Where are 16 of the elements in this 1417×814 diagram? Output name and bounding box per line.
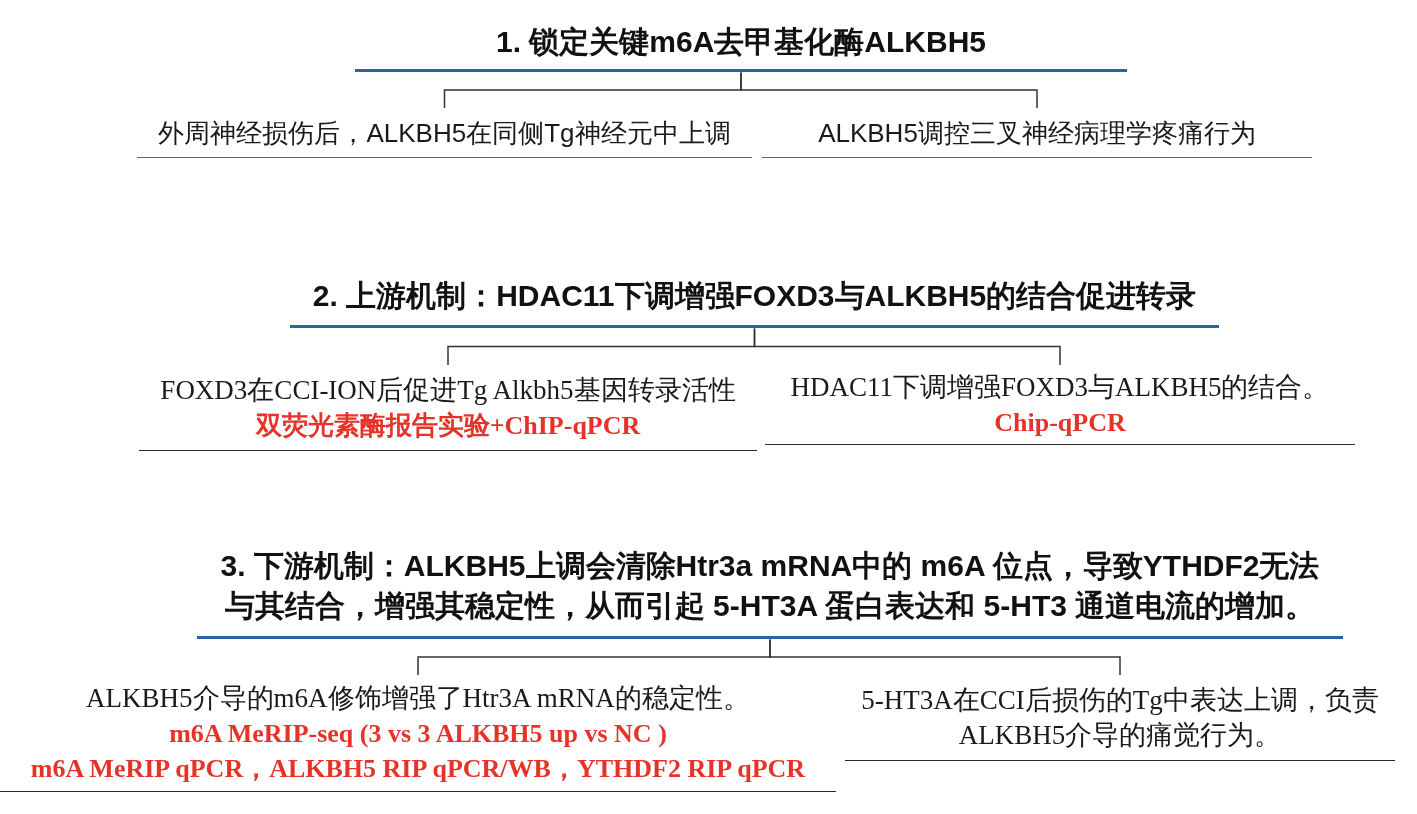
bracket-line bbox=[769, 638, 1121, 676]
heading-text: 1. 锁定关键m6A去甲基化酶ALKBH5 bbox=[495, 23, 987, 60]
method-text: 双荧光素酶报告实验+ChIP-qPCR bbox=[255, 409, 641, 442]
bracket-line bbox=[740, 71, 1038, 109]
finding-text: FOXD3在CCI-ION后促进Tg Alkbh5基因转录活性 bbox=[160, 373, 736, 407]
finding-text: ALKBH5调控三叉神经病理学疼痛行为 bbox=[818, 116, 1256, 149]
heading-text: 3. 下游机制：ALKBH5上调会清除Htr3a mRNA中的 m6A 位点，导致YTHDF2无法与其结合，增强其稳定性，从而引起 5-HT3A 蛋白表达和 5-HT3 通道电流的增加。 bbox=[219, 547, 1321, 624]
finding-text: ALKBH5介导的m6A修饰增强了Htr3A mRNA的稳定性。 bbox=[86, 681, 750, 715]
finding-text: 5-HT3A在CCI后损伤的Tg中表达上调，负责ALKBH5介导的痛觉行为。 bbox=[860, 683, 1380, 752]
finding-text: HDAC11下调增强FOXD3与ALKBH5的结合。 bbox=[790, 370, 1330, 404]
method-text: m6A MeRIP-seq (3 vs 3 ALKBH5 up vs NC ) bbox=[169, 717, 667, 750]
method-text: m6A MeRIP qPCR，ALKBH5 RIP qPCR/WB，YTHDF2 RIP qPCR bbox=[30, 752, 806, 785]
bracket-line bbox=[753, 327, 1061, 366]
heading-text: 2. 上游机制：HDAC11下调增强FOXD3与ALKBH5的结合促进转录 bbox=[312, 277, 1197, 314]
finding-text: 外周神经损伤后，ALKBH5在同侧Tg神经元中上调 bbox=[158, 116, 731, 149]
method-text: Chip-qPCR bbox=[994, 406, 1126, 439]
